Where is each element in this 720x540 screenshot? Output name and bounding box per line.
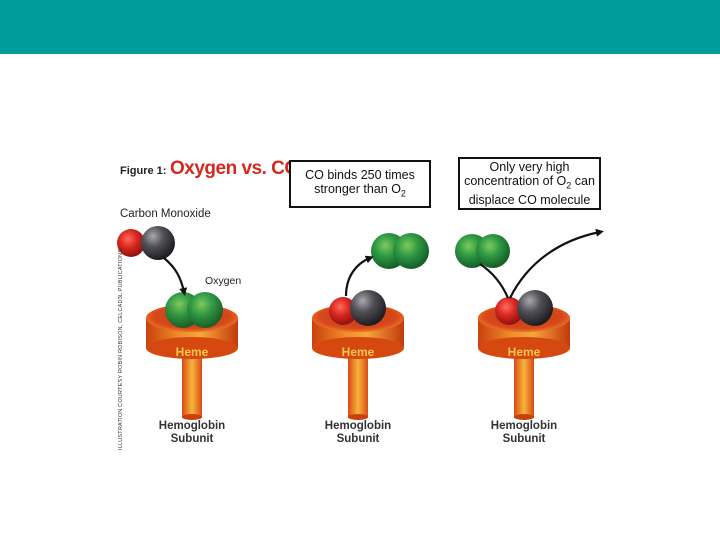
callout-1-line-2: stronger than O2	[314, 182, 406, 201]
figure-label: Figure 1:	[120, 165, 167, 177]
carbon-monoxide-molecule-1	[117, 226, 175, 260]
oxygen-molecule-2	[371, 233, 429, 269]
callout-1-line-2-text: stronger than O	[314, 181, 401, 196]
carbon-monoxide-molecule-3	[495, 290, 553, 326]
callout-1-line-1: CO binds 250 times	[305, 167, 415, 182]
oxygen-label: Oxygen	[205, 275, 242, 287]
callout-2-line-2-suffix: can	[571, 174, 595, 189]
carbon-monoxide-label: Carbon Monoxide	[120, 208, 211, 220]
top-banner	[0, 0, 720, 54]
heme-label-2: Heme	[341, 345, 375, 359]
oxygen-molecule-1	[165, 292, 223, 328]
callout-1-subscript: 2	[400, 188, 406, 199]
hemoglobin-label-2-line-1: Hemoglobin	[324, 420, 392, 432]
stem-1	[182, 352, 202, 418]
stem-3	[514, 352, 534, 418]
arrow-oxygen-approach	[479, 263, 510, 299]
callout-box-binding: CO binds 250 times stronger than O2	[289, 160, 431, 208]
callout-2-line-2: concentration of O2 can	[464, 174, 595, 193]
callout-2-line-3: displace CO molecule	[468, 192, 591, 207]
hemoglobin-label-1-line-1: Hemoglobin	[158, 420, 226, 432]
carbon-monoxide-molecule-2	[329, 290, 386, 326]
callout-2-subscript: 2	[566, 180, 572, 191]
hemoglobin-label-3-line-1: Hemoglobin	[490, 420, 558, 432]
callout-box-displace: Only very high concentration of O2 can d…	[458, 157, 601, 210]
illustration-credit: ILLUSTRATION COURTESY ROBIN ROBISON, CEL…	[118, 248, 124, 450]
arrow-co-displaced	[509, 228, 604, 299]
arrow-oxygen-displaced	[344, 255, 374, 297]
oxygen-molecule-3	[455, 234, 510, 268]
hemoglobin-label-3-line-2: Subunit	[502, 433, 546, 445]
heme-label-1: Heme	[175, 345, 209, 359]
hemoglobin-label-2-line-2: Subunit	[336, 433, 380, 445]
hemoglobin-label-1-line-2: Subunit	[170, 433, 214, 445]
figure-title: Oxygen vs. CO	[170, 158, 299, 179]
callout-2-line-2-text: concentration of O	[464, 174, 567, 189]
heme-label-3: Heme	[507, 345, 541, 359]
arrow-co-approach	[163, 257, 188, 296]
callout-2-line-1: Only very high	[489, 160, 570, 175]
stem-2	[348, 352, 368, 418]
